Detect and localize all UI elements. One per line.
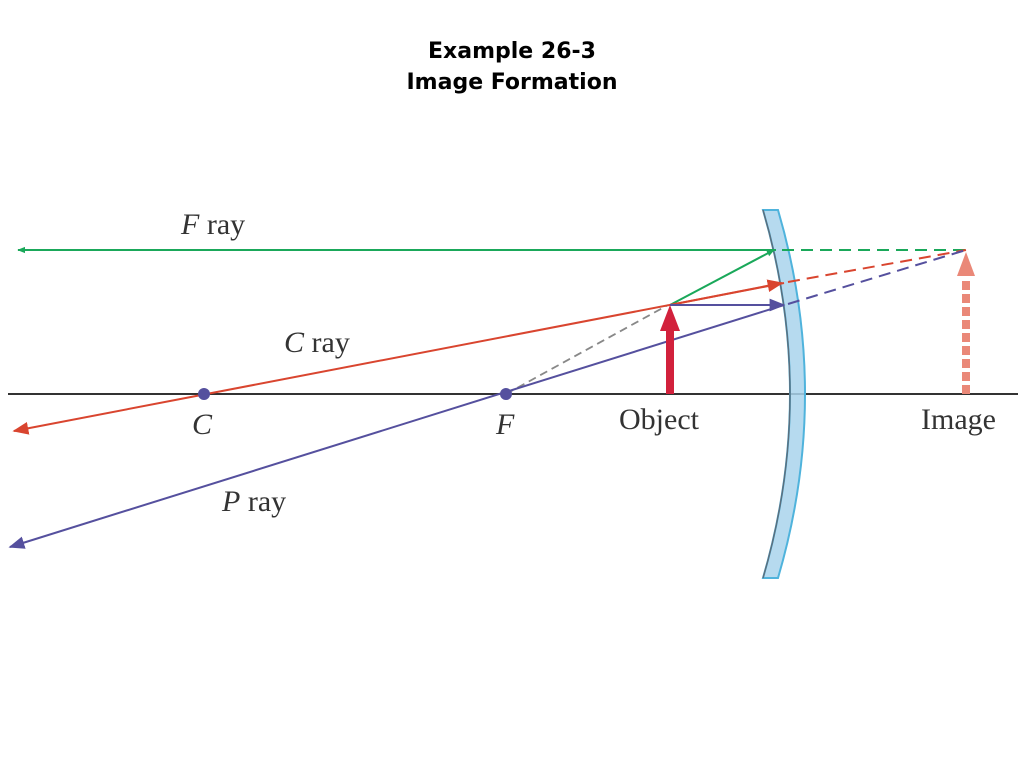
point-f-label: F [495,408,515,441]
point-c-label: C [192,408,213,441]
c-ray-label: C ray [284,326,350,359]
p-ray-virtual-extension [787,249,967,305]
construction-line [505,304,669,395]
c-ray-letter: C [284,326,305,359]
c-ray-virtual-extension [787,249,967,283]
p-ray-reflected [8,304,785,549]
f-ray-label: F ray [180,208,245,241]
f-ray-word: ray [207,208,245,241]
mirror-surface [762,209,791,579]
image-label: Image [921,403,996,436]
point-c-dot [198,388,210,400]
p-ray-word: ray [248,485,286,518]
f-ray-incident [669,249,775,306]
point-f-dot [500,388,512,400]
c-ray-reflected [12,282,785,435]
object-arrowhead [660,305,680,331]
image-arrowhead [957,252,975,276]
c-ray-word: ray [312,326,350,359]
p-ray-label: P ray [221,485,286,518]
object-label: Object [619,403,700,436]
title-line-1: Example 26-3 [428,39,596,64]
slide-title: Example 26-3 Image Formation [0,36,1024,98]
title-line-2: Image Formation [406,70,618,95]
p-ray-letter: P [221,485,240,518]
f-ray-letter: F [180,208,200,241]
